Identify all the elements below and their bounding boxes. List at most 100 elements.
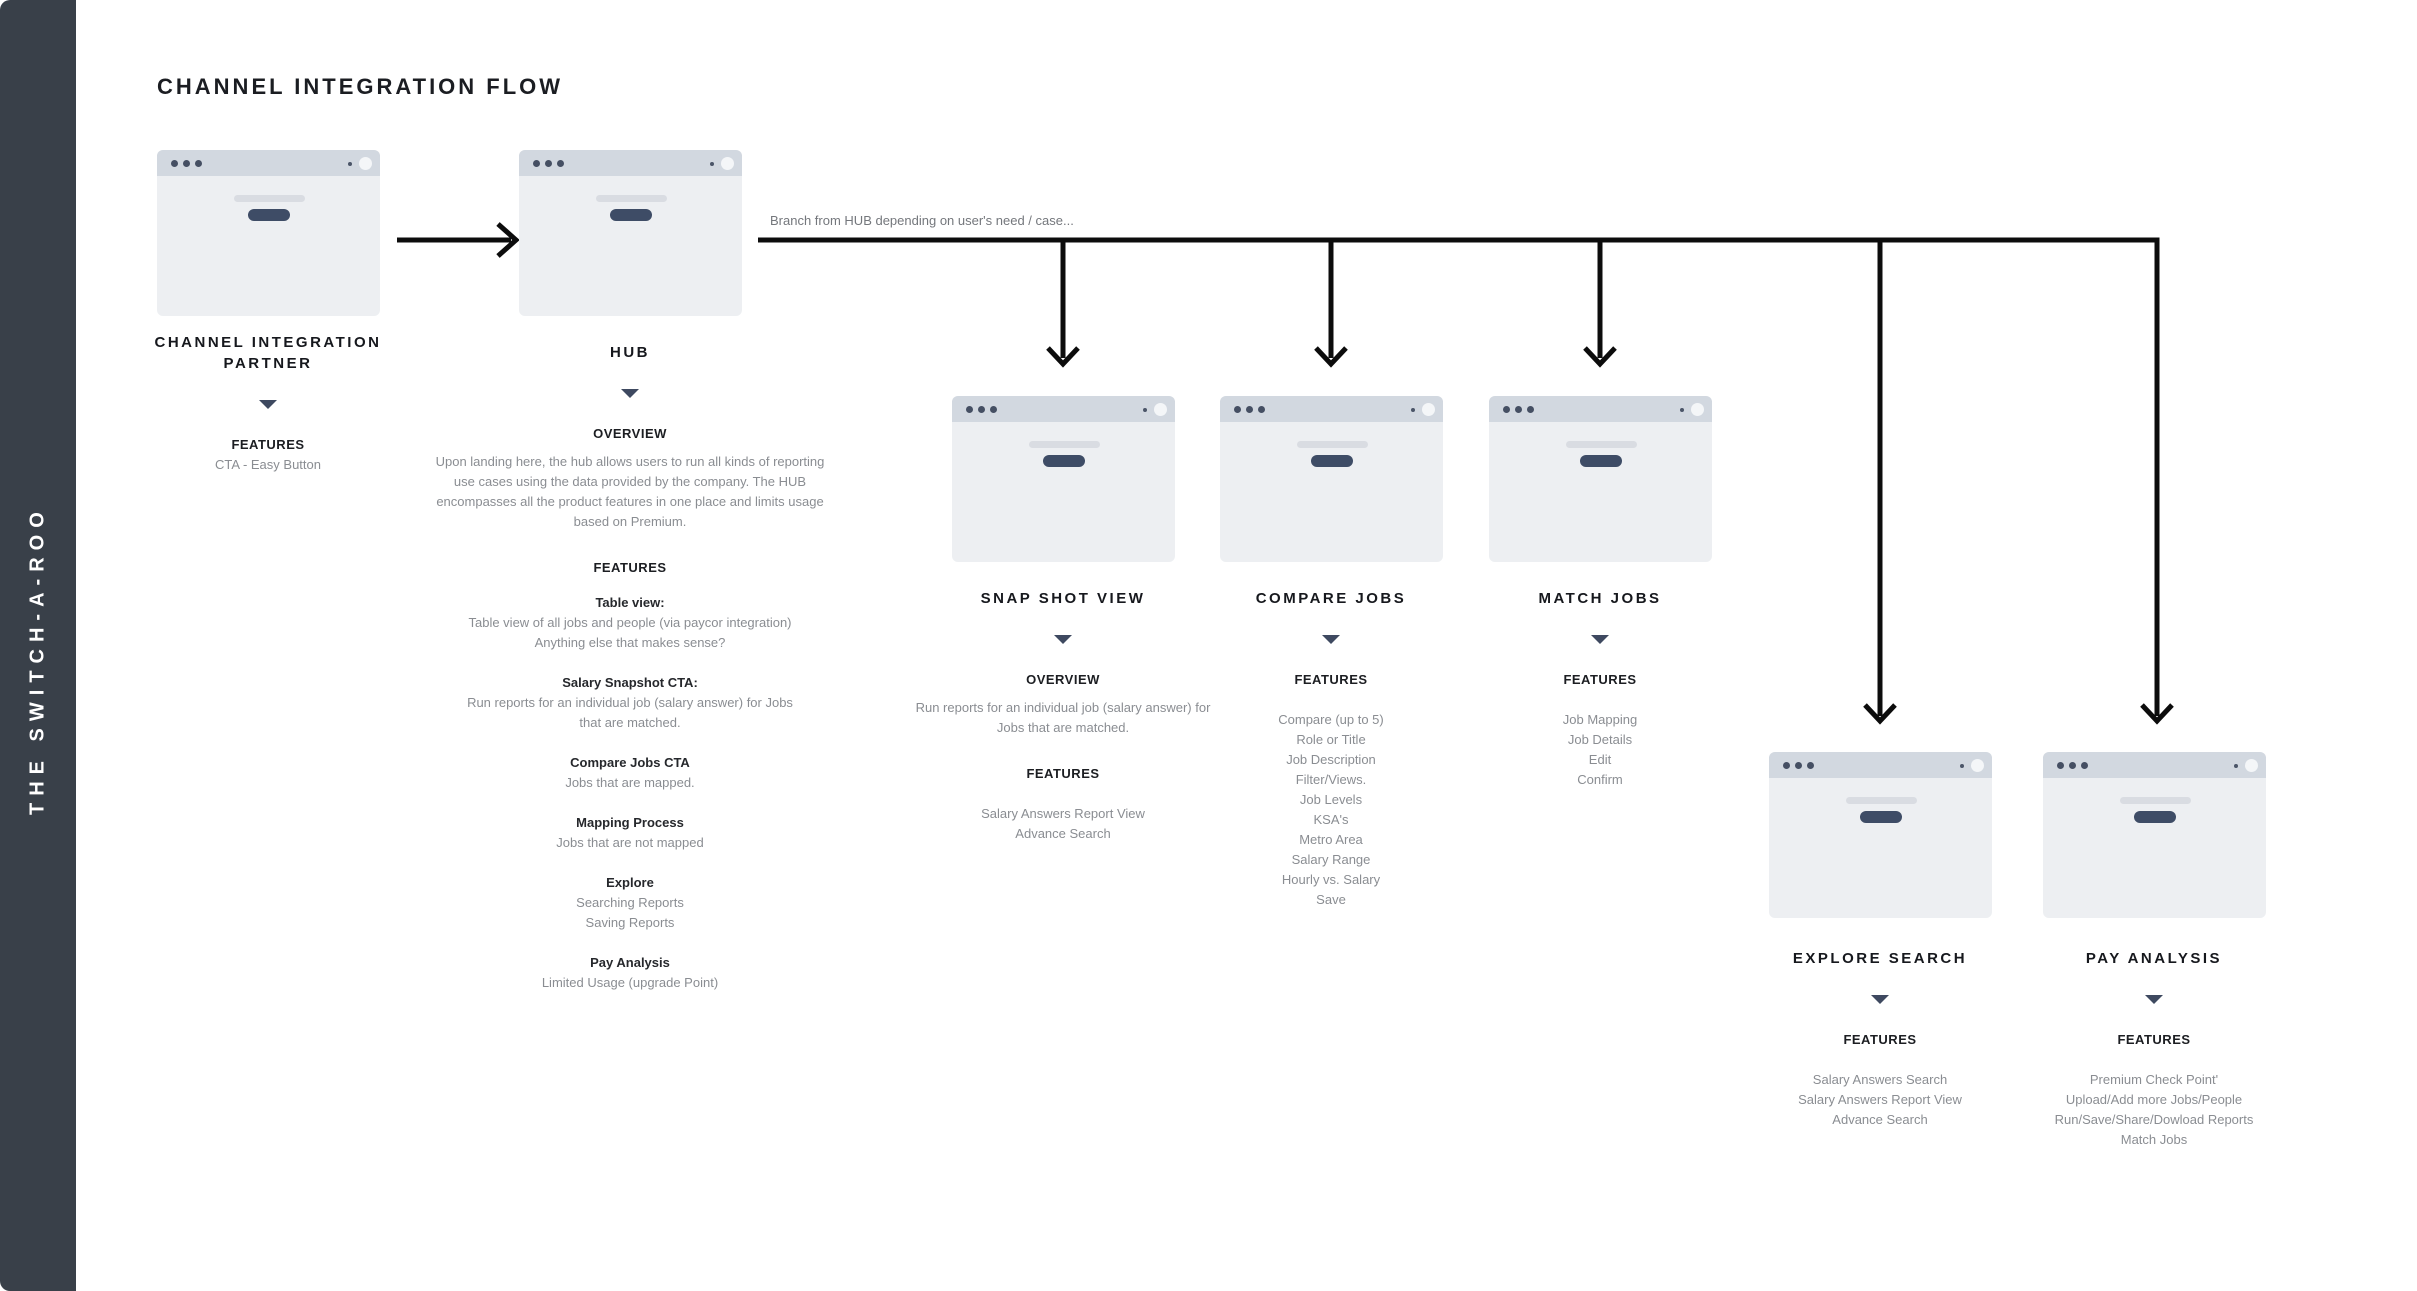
section-heading-features: FEATURES	[231, 437, 305, 452]
browser-titlebar	[1769, 752, 1992, 778]
feature-item: Salary Answers Report View	[1798, 1092, 1962, 1107]
node-title: COMPARE JOBS	[1255, 590, 1407, 607]
feature-group: Explore Searching Reports Saving Reports	[430, 873, 830, 933]
window-dot-icon	[195, 160, 202, 167]
feature-group: Pay Analysis Limited Usage (upgrade Poin…	[430, 953, 830, 993]
feature-item: Role or Title	[1296, 732, 1366, 747]
browser-window-mockup-hub	[519, 150, 742, 316]
sidebar-vertical-label: THE SWITCH-A-ROO	[26, 505, 49, 815]
feature-item: Compare (up to 5)	[1278, 712, 1384, 727]
window-dot-icon	[2069, 762, 2076, 769]
feature-item: Advance Search	[1015, 826, 1111, 841]
placeholder-button	[247, 209, 290, 221]
browser-small-dot-icon	[1960, 764, 1964, 768]
down-triangle-icon	[259, 400, 277, 409]
placeholder-text-bar	[595, 195, 667, 202]
feature-item: Salary Range	[1291, 852, 1371, 867]
window-dot-icon	[990, 406, 997, 413]
feature-group-name: Salary Snapshot CTA:	[562, 675, 698, 690]
browser-avatar-circle-icon	[1691, 403, 1704, 416]
down-triangle-icon	[621, 389, 639, 398]
browser-small-dot-icon	[348, 162, 352, 166]
arrowhead-right-icon	[496, 222, 520, 258]
feature-line: that are matched.	[579, 715, 681, 730]
section-heading-features: FEATURES	[1026, 766, 1100, 781]
section-heading-overview: OVERVIEW	[593, 426, 667, 441]
feature-group: Mapping Process Jobs that are not mapped	[430, 813, 830, 853]
browser-titlebar	[157, 150, 380, 176]
browser-small-dot-icon	[1143, 408, 1147, 412]
window-dot-icon	[1795, 762, 1802, 769]
section-heading-features: FEATURES	[2117, 1032, 2191, 1047]
feature-line: Anything else that makes sense?	[534, 635, 726, 650]
sidebar	[0, 0, 76, 1291]
window-dot-icon	[1807, 762, 1814, 769]
feature-item: Job Description	[1286, 752, 1376, 767]
placeholder-button	[1042, 455, 1085, 467]
feature-group-name: Pay Analysis	[590, 955, 670, 970]
window-dot-icon	[1527, 406, 1534, 413]
window-dot-icon	[2081, 762, 2088, 769]
placeholder-button	[1579, 455, 1622, 467]
browser-avatar-circle-icon	[1154, 403, 1167, 416]
arrowhead-down-icon	[1046, 346, 1080, 368]
browser-avatar-circle-icon	[721, 157, 734, 170]
browser-window-mockup-snapshot	[952, 396, 1175, 562]
feature-item: Filter/Views.	[1295, 772, 1367, 787]
browser-avatar-circle-icon	[359, 157, 372, 170]
node-hub: HUB OVERVIEW Upon landing here, the hub …	[430, 342, 830, 993]
feature-line: Searching Reports	[576, 895, 684, 910]
browser-titlebar	[2043, 752, 2266, 778]
feature-line: Limited Usage (upgrade Point)	[541, 975, 719, 990]
placeholder-text-bar	[1845, 797, 1917, 804]
section-heading-features: FEATURES	[593, 560, 667, 575]
window-dot-icon	[1515, 406, 1522, 413]
feature-item: Job Details	[1567, 732, 1633, 747]
feature-group-name: Compare Jobs CTA	[570, 755, 690, 770]
node-pay-analysis: PAY ANALYSIS FEATURES Premium Check Poin…	[1994, 948, 2314, 1150]
window-dot-icon	[966, 406, 973, 413]
browser-window-mockup-pay	[2043, 752, 2266, 918]
down-triangle-icon	[1871, 995, 1889, 1004]
feature-group-name: Explore	[606, 875, 654, 890]
placeholder-button	[609, 209, 652, 221]
feature-item: Premium Check Point'	[2089, 1072, 2219, 1087]
feature-item: Save	[1316, 892, 1346, 907]
browser-titlebar	[1489, 396, 1712, 422]
page-title: CHANNEL INTEGRATION FLOW	[157, 74, 564, 99]
feature-item: Run/Save/Share/Dowload Reports	[2054, 1112, 2254, 1127]
window-dot-icon	[171, 160, 178, 167]
arrowhead-down-icon	[1863, 703, 1897, 725]
node-match-jobs: MATCH JOBS FEATURES Job Mapping Job Deta…	[1440, 588, 1760, 790]
feature-item: Salary Answers Report View	[981, 806, 1145, 821]
node-title: SNAP SHOT VIEW	[980, 590, 1146, 607]
placeholder-text-bar	[1028, 441, 1100, 448]
feature-group: Salary Snapshot CTA: Run reports for an …	[430, 673, 830, 733]
browser-small-dot-icon	[2234, 764, 2238, 768]
section-heading-features: FEATURES	[1563, 672, 1637, 687]
browser-avatar-circle-icon	[1422, 403, 1435, 416]
node-snap-shot-view: SNAP SHOT VIEW OVERVIEW Run reports for …	[903, 588, 1223, 844]
overview-paragraph: Run reports for an individual job (salar…	[915, 700, 1211, 735]
feature-group: Table view: Table view of all jobs and p…	[430, 593, 830, 653]
feature-group-name: Mapping Process	[576, 815, 684, 830]
arrowhead-down-icon	[1583, 346, 1617, 368]
placeholder-text-bar	[233, 195, 305, 202]
placeholder-text-bar	[1296, 441, 1368, 448]
placeholder-button	[2133, 811, 2176, 823]
placeholder-button	[1310, 455, 1353, 467]
node-title: EXPLORE SEARCH	[1792, 950, 1968, 967]
down-triangle-icon	[1322, 635, 1340, 644]
feature-line: Run reports for an individual job (salar…	[467, 695, 793, 710]
feature-group-name: Table view:	[595, 595, 665, 610]
window-dot-icon	[1258, 406, 1265, 413]
feature-item: Metro Area	[1299, 832, 1363, 847]
browser-window-mockup-explore	[1769, 752, 1992, 918]
feature-line: Saving Reports	[585, 915, 675, 930]
feature-line: Table view of all jobs and people (via p…	[468, 615, 792, 630]
section-heading-features: FEATURES	[1843, 1032, 1917, 1047]
down-triangle-icon	[1591, 635, 1609, 644]
feature-item: Hourly vs. Salary	[1281, 872, 1381, 887]
window-dot-icon	[1503, 406, 1510, 413]
browser-titlebar	[519, 150, 742, 176]
